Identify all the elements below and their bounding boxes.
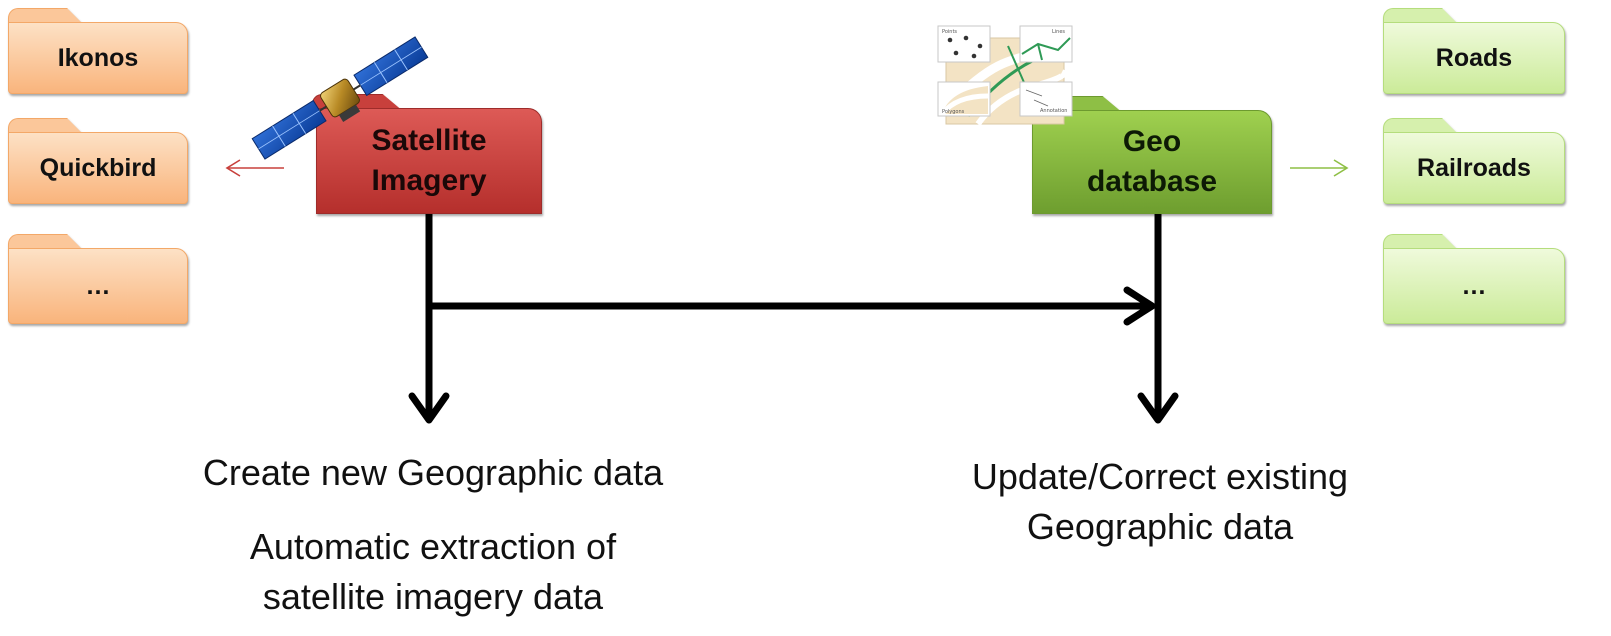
caption-update-line2: Geographic data: [1026, 506, 1294, 548]
folder-satellite-imagery[interactable]: Satellite Imagery: [312, 94, 542, 214]
map-label-points: Points: [942, 29, 957, 35]
left-arrow: [225, 159, 284, 177]
map-label-polygons: Polygons: [942, 109, 965, 115]
map-tile-points: Points: [937, 25, 991, 63]
map-icon: Points Lines Polygons Annotation: [937, 25, 1073, 126]
folder-label: Railroads: [1383, 132, 1565, 204]
folder-ikonos[interactable]: Ikonos: [8, 8, 188, 94]
right-arrow: [1290, 159, 1349, 177]
folder-label-line1: Geo: [1122, 124, 1182, 158]
folder-more-sources[interactable]: …: [8, 234, 188, 324]
map-tile-polygons: Polygons: [937, 81, 991, 117]
folder-label: …: [8, 248, 188, 324]
folder-label: Satellite Imagery: [316, 108, 542, 214]
folder-label: Geo database: [1032, 110, 1272, 214]
caption-automatic-extraction: Automatic extraction of satellite imager…: [160, 522, 706, 623]
caption-update-line1: Update/Correct existing: [971, 456, 1349, 497]
satellite-down-arrow: [408, 214, 450, 424]
folder-label-line2: Imagery: [371, 164, 487, 197]
folder-quickbird[interactable]: Quickbird: [8, 118, 188, 204]
folder-roads[interactable]: Roads: [1383, 8, 1565, 94]
horizontal-arrow: [430, 286, 1156, 326]
satellite-icon: [251, 36, 429, 160]
map-tile-lines: Lines: [1019, 25, 1073, 63]
caption-automatic-line1: Automatic extraction of: [249, 526, 617, 567]
folder-label: Roads: [1383, 22, 1565, 94]
folder-label-line1: Satellite: [371, 123, 487, 157]
folder-more-outputs[interactable]: …: [1383, 234, 1565, 324]
map-tile-annotation: Annotation: [1019, 81, 1073, 117]
caption-automatic-line2: satellite imagery data: [262, 576, 604, 618]
folder-geo-database[interactable]: Geo database: [1032, 96, 1272, 214]
map-label-annotation: Annotation: [1040, 108, 1067, 114]
folder-label-line2: database: [1086, 165, 1218, 198]
folder-label: Ikonos: [8, 22, 188, 94]
caption-update-correct: Update/Correct existing Geographic data: [910, 452, 1410, 553]
folder-label: Quickbird: [8, 132, 188, 204]
folder-railroads[interactable]: Railroads: [1383, 118, 1565, 204]
caption-create-new: Create new Geographic data: [202, 452, 664, 493]
map-label-lines: Lines: [1052, 29, 1065, 35]
folder-label: …: [1383, 248, 1565, 324]
geo-down-arrow: [1137, 214, 1179, 424]
